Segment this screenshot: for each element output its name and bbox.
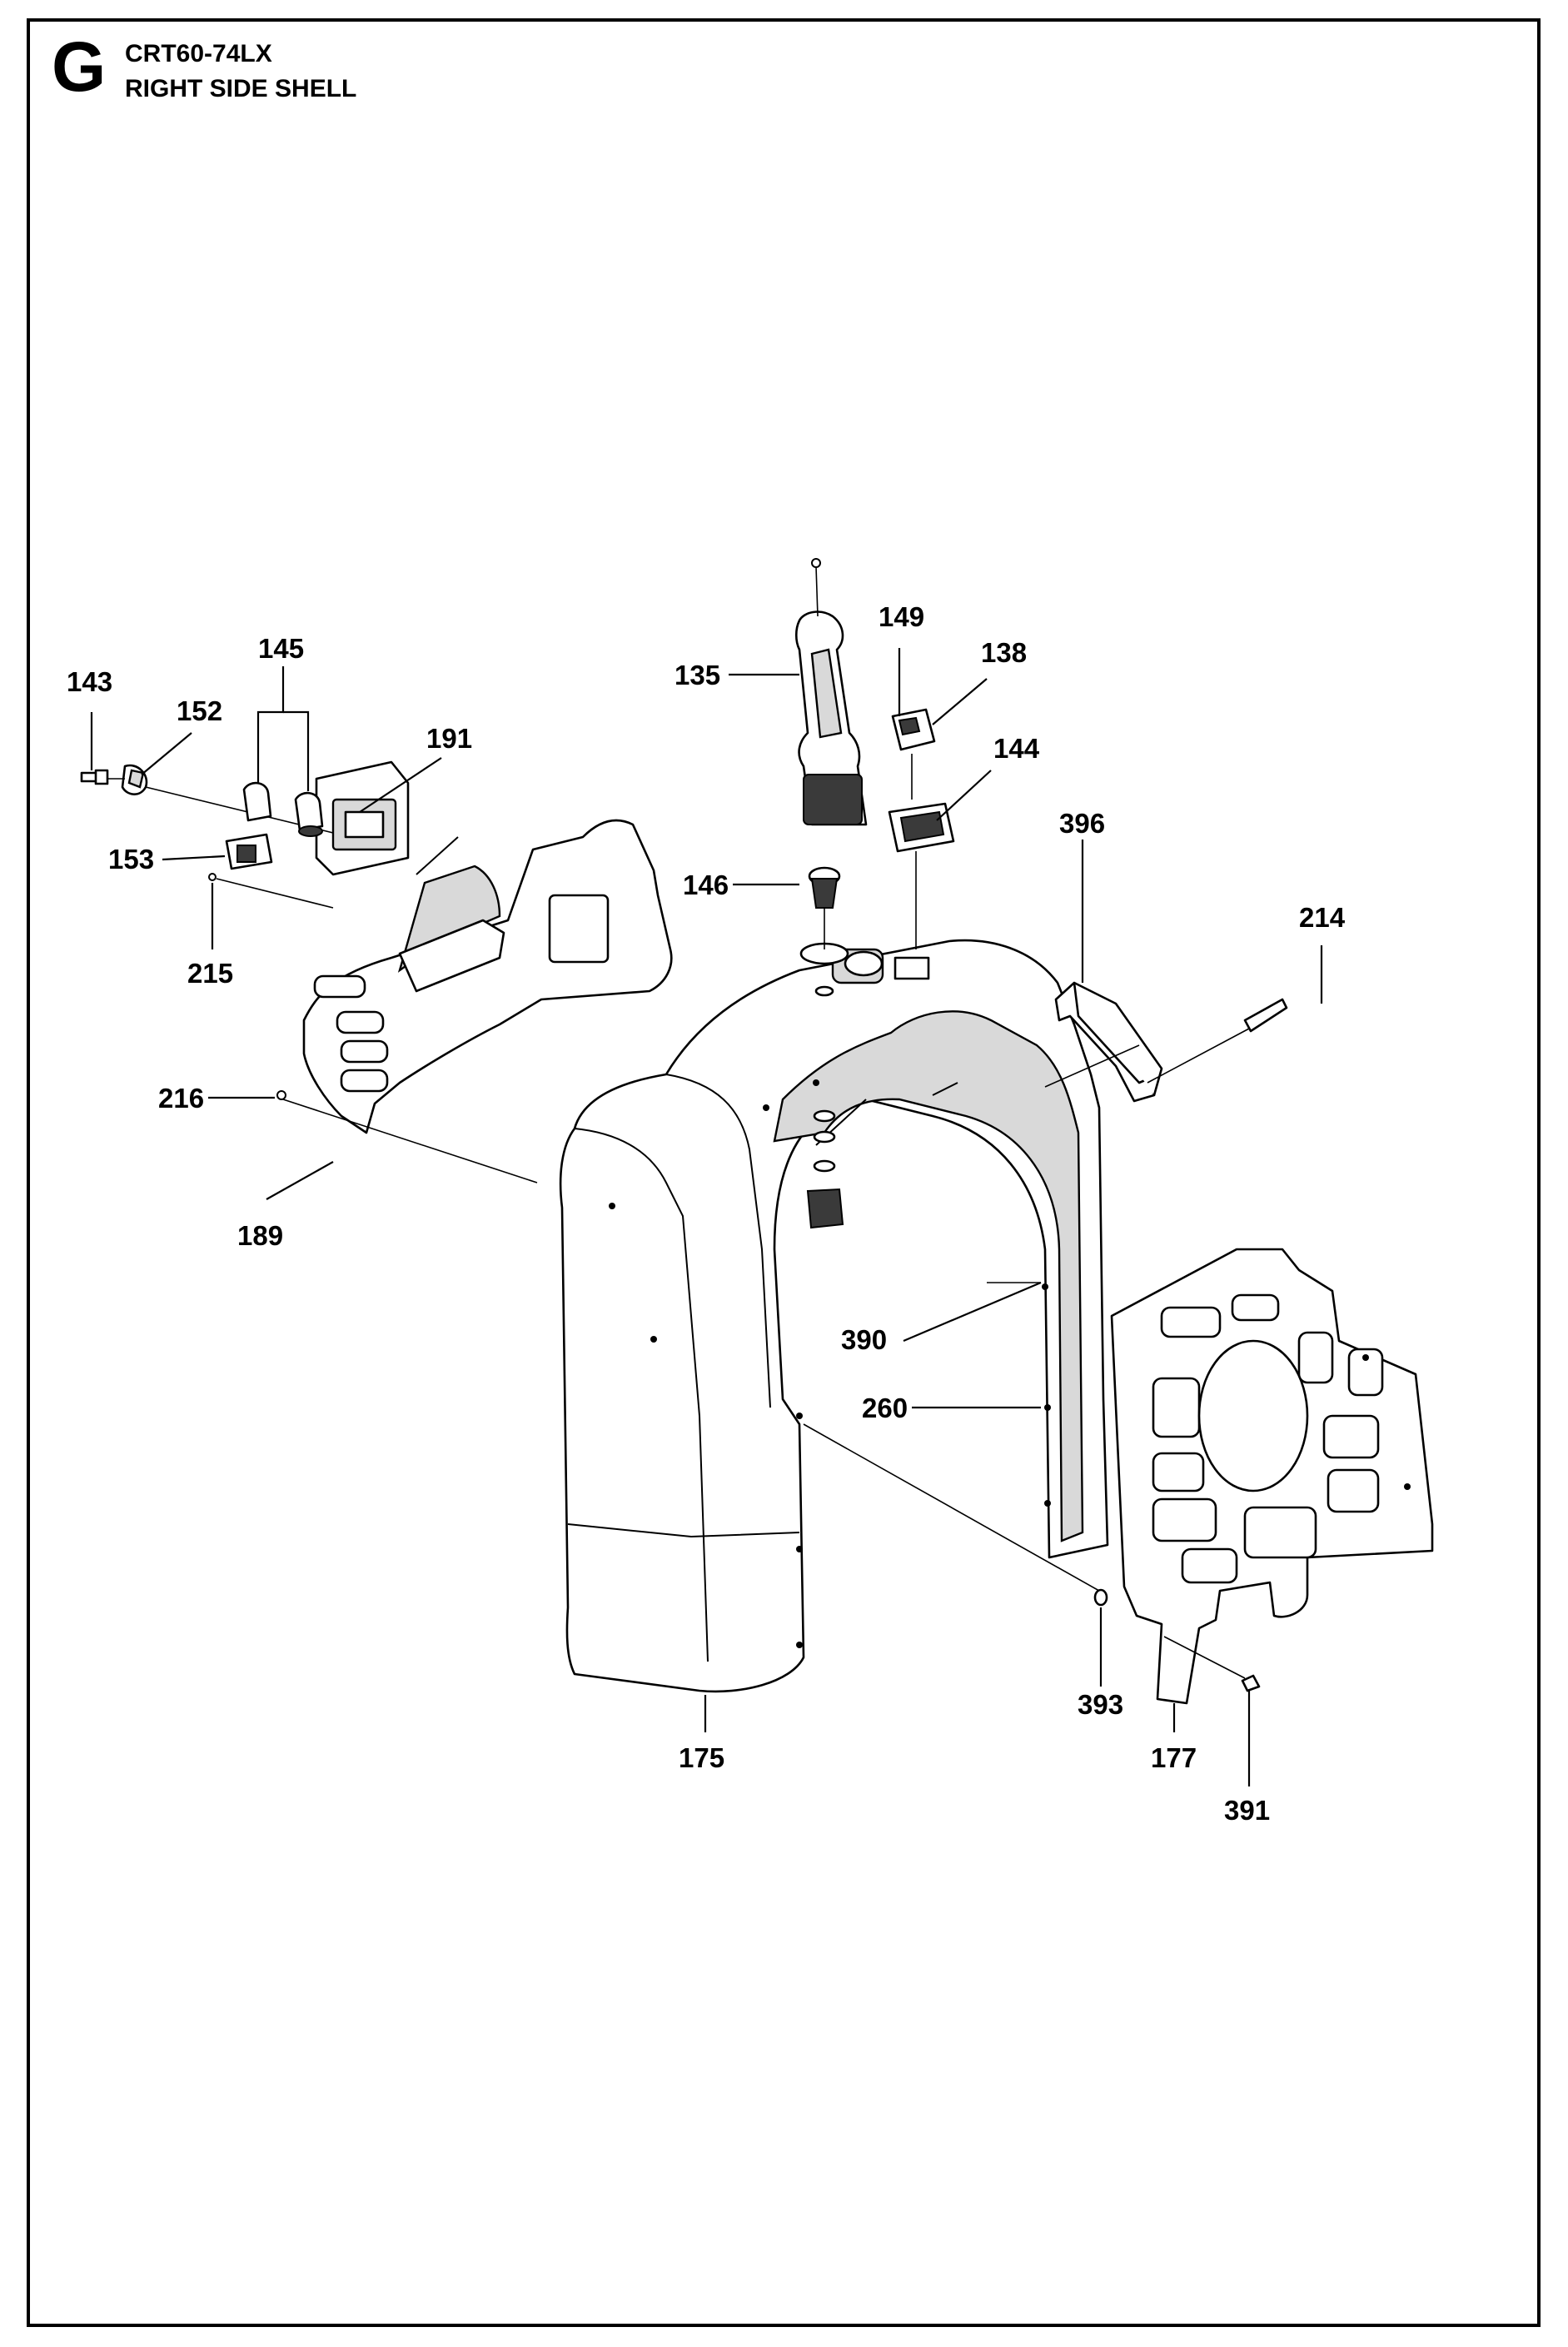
callout-146: 146 xyxy=(683,870,729,900)
sheet-border xyxy=(27,18,1541,2327)
section-letter: G xyxy=(52,27,107,106)
part-146-knob-stack xyxy=(799,866,849,1229)
part-393-391-390-260-hardware xyxy=(803,1282,1261,1692)
part-144-bezel xyxy=(888,802,955,949)
callout-149: 149 xyxy=(879,601,924,632)
callout-393: 393 xyxy=(1078,1689,1123,1720)
callout-396: 396 xyxy=(1059,808,1105,839)
callout-390: 390 xyxy=(841,1324,887,1355)
part-396-handle xyxy=(1044,981,1288,1103)
part-143-152-153-145-hardware xyxy=(80,764,538,1183)
callout-191: 191 xyxy=(426,723,472,754)
callout-143: 143 xyxy=(67,666,112,697)
part-177-guard-plate xyxy=(1110,1248,1434,1705)
callout-177: 177 xyxy=(1151,1742,1197,1773)
callout-144: 144 xyxy=(993,733,1040,764)
callout-152: 152 xyxy=(177,695,222,726)
part-138-switch xyxy=(891,708,936,800)
callout-216: 216 xyxy=(158,1083,204,1114)
callout-215: 215 xyxy=(187,958,233,989)
part-191-dash-panel xyxy=(302,760,673,1134)
part-175-right-side-shell xyxy=(559,939,1109,1693)
leader-lines xyxy=(90,648,1323,1786)
callout-135: 135 xyxy=(674,660,720,690)
part-135-joystick xyxy=(794,558,868,826)
callout-391: 391 xyxy=(1224,1795,1270,1826)
callout-260: 260 xyxy=(862,1393,908,1423)
model-number: CRT60-74LX xyxy=(125,40,272,67)
callout-189: 189 xyxy=(237,1220,283,1251)
callout-214: 214 xyxy=(1299,902,1346,933)
diagram-title: RIGHT SIDE SHELL xyxy=(125,75,357,102)
callout-145: 145 xyxy=(258,633,304,664)
callout-138: 138 xyxy=(981,637,1027,668)
callout-175: 175 xyxy=(679,1742,724,1773)
callout-153: 153 xyxy=(108,844,154,875)
